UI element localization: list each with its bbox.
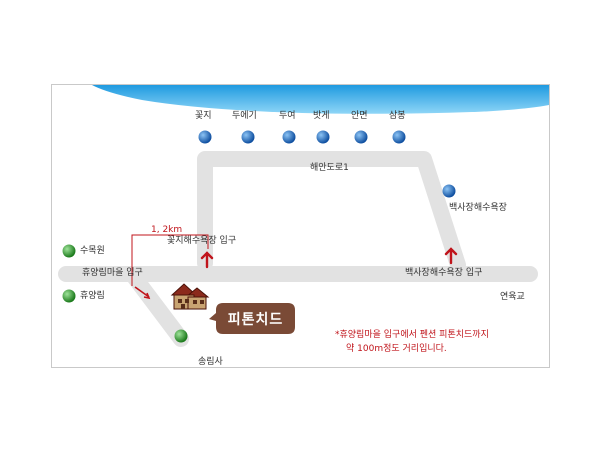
stop-dot-sambong	[392, 130, 406, 144]
stop-label-sambong: 삼봉	[389, 111, 406, 121]
top-stop-dots	[198, 130, 406, 144]
arrow-to-branch	[134, 286, 150, 298]
stop-label-kkotji: 꽃지	[195, 111, 212, 121]
distance-label: 1, 2km	[151, 225, 183, 235]
distance-bracket	[131, 234, 209, 286]
branch-road	[124, 266, 189, 347]
songrimsa-dot	[174, 329, 188, 343]
stop-dot-kkotji	[198, 130, 212, 144]
stop-dot-duegi	[241, 130, 255, 144]
hyuyangrim-label: 휴양림	[80, 291, 105, 301]
stop-label-anmyeon: 안면	[351, 111, 368, 121]
baeksajang-beach-label: 백사장해수욕장	[449, 203, 507, 213]
up-arrow-baeksajang	[444, 247, 458, 265]
sumokwon-label: 수목원	[80, 246, 105, 256]
up-arrow-kkotji	[200, 251, 214, 269]
songrimsa-label: 송림사	[198, 357, 223, 367]
coastal-road	[197, 151, 466, 273]
distance-note: *휴양림마을 입구에서 펜션 피톤치드까지 약 100m정도 거리입니다.	[335, 328, 489, 356]
baeksajang-beach-dot	[442, 184, 456, 198]
stop-dot-batge	[316, 130, 330, 144]
stop-dot-duyeo	[282, 130, 296, 144]
stop-dot-anmyeon	[354, 130, 368, 144]
main-entry-label: 휴양림마을 입구	[82, 268, 143, 278]
yeonyukgyo-label: 연육교	[500, 292, 525, 302]
map-frame: 꽃지 두에기 두여 밧게 안면 삼봉 해안도로1 백사장해수욕장 1, 2km …	[51, 84, 550, 368]
baeksajang-entry-label: 백사장해수욕장 입구	[405, 268, 483, 278]
stop-label-duyeo: 두여	[279, 111, 296, 121]
pension-house-icon	[170, 283, 210, 310]
kkotji-entry-label: 꽃지해수욕장 입구	[167, 236, 237, 246]
note-line-2: 약 100m정도 거리입니다.	[346, 344, 447, 354]
destination-name: 피톤치드	[227, 311, 284, 328]
stop-label-batge: 밧게	[313, 111, 330, 121]
sumokwon-dot	[62, 244, 76, 258]
destination-callout-shape	[209, 303, 295, 334]
note-line-1: *휴양림마을 입구에서 펜션 피톤치드까지	[335, 330, 489, 340]
stop-label-duegi: 두에기	[232, 111, 257, 121]
coastal-road-label: 해안도로1	[310, 163, 349, 173]
sea-shape	[92, 85, 549, 114]
hyuyangrim-dot	[62, 289, 76, 303]
map-canvas	[58, 85, 549, 347]
destination-callout: 피톤치드	[216, 303, 295, 334]
